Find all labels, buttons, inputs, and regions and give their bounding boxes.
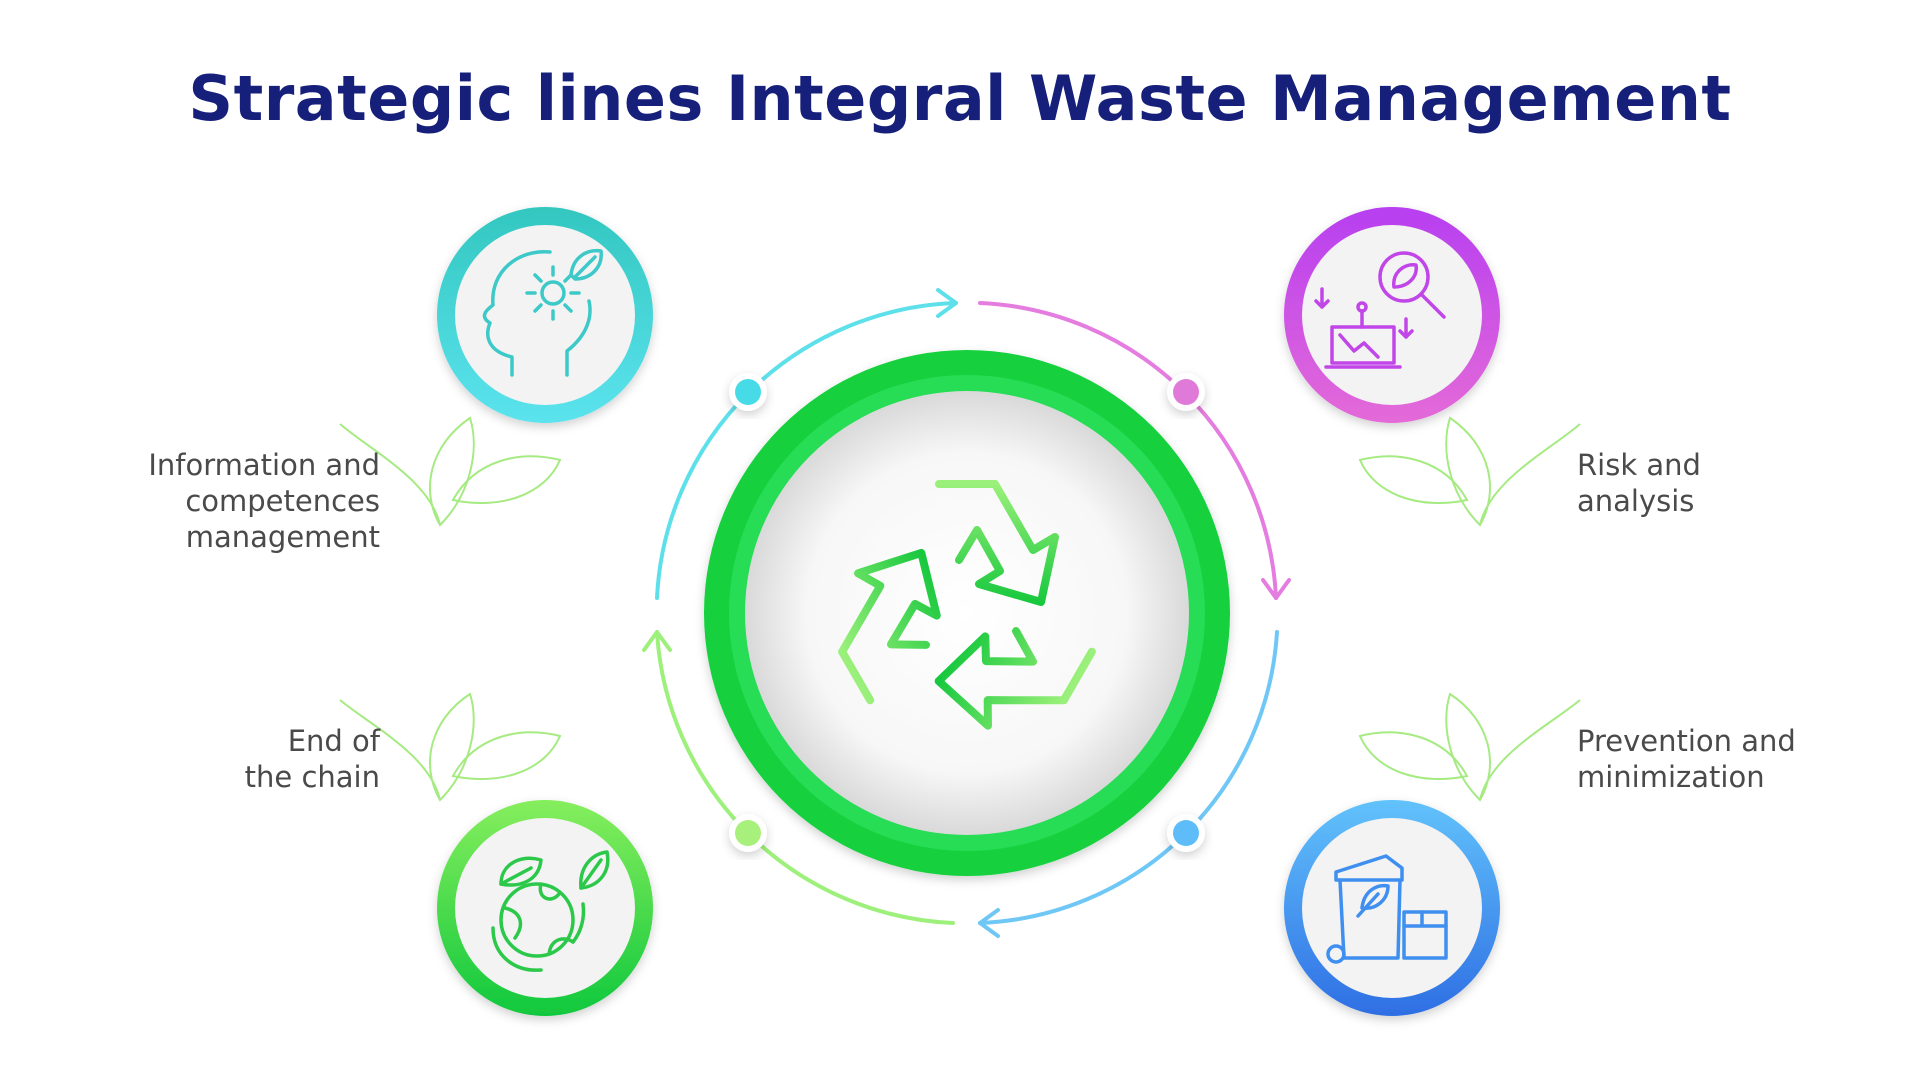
label-line: minimization (1577, 760, 1765, 794)
label-end: End of the chain (245, 723, 380, 795)
arrowhead-teal-icon (936, 288, 958, 318)
chart-magnifier-leaf-icon (1314, 251, 1446, 369)
leaf-decoration-bottom-left (339, 692, 562, 802)
arrowhead-blue-icon (978, 908, 1000, 938)
label-line: Information and (148, 448, 380, 482)
label-line: End of (287, 724, 380, 758)
label-risk: Risk and analysis (1577, 447, 1701, 519)
label-line: competences (185, 484, 380, 518)
globe-leaves-icon (491, 850, 610, 972)
page-title: Strategic lines Integral Waste Managemen… (188, 62, 1732, 135)
arrowhead-pink-icon (1261, 578, 1291, 600)
arrowhead-green-icon (642, 630, 672, 652)
recycle-icon (812, 480, 1092, 752)
leaf-decoration-top-right (1358, 416, 1581, 527)
center-circle (704, 350, 1230, 876)
leaf-decoration-bottom-right (1358, 692, 1581, 802)
node-end (437, 800, 653, 1016)
cycle-dots (729, 373, 1205, 852)
node-prevention (1284, 800, 1500, 1016)
node-info (437, 207, 653, 423)
label-info: Information and competences management (148, 447, 380, 555)
head-gear-leaf-icon (482, 248, 603, 377)
label-line: analysis (1577, 484, 1695, 518)
waste-bin-leaf-icon (1326, 854, 1448, 964)
label-prevention: Prevention and minimization (1577, 723, 1796, 795)
label-line: the chain (244, 760, 380, 794)
label-line: Risk and (1577, 448, 1701, 482)
label-line: management (185, 520, 380, 554)
label-line: Prevention and (1577, 724, 1796, 758)
leaf-decoration-top-left (339, 416, 562, 527)
node-risk (1284, 207, 1500, 423)
